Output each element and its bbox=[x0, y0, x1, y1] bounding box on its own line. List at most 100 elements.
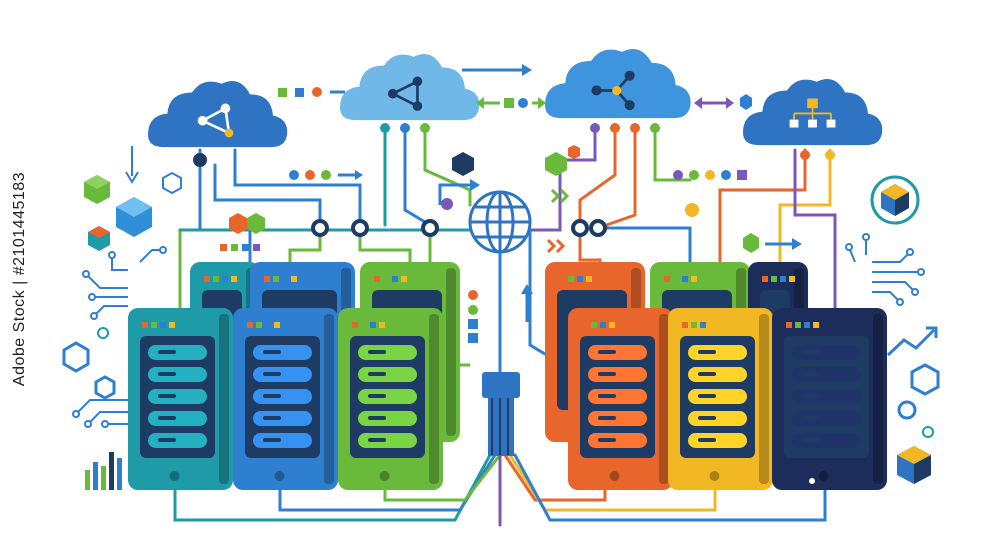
drive-bay bbox=[253, 389, 312, 404]
status-led bbox=[370, 322, 376, 328]
bar-chart-icon bbox=[85, 452, 122, 490]
wire bbox=[793, 148, 837, 322]
drive-bay bbox=[688, 433, 747, 448]
dot-row bbox=[278, 87, 345, 97]
double-arrow-icon bbox=[694, 94, 752, 110]
power-button bbox=[609, 471, 620, 481]
status-led bbox=[247, 322, 253, 328]
wire bbox=[718, 148, 807, 322]
circuit-trace-icon bbox=[845, 233, 925, 306]
wire bbox=[653, 126, 692, 182]
status-led bbox=[401, 276, 407, 282]
status-led bbox=[771, 276, 777, 282]
cloud-triangle-network bbox=[148, 81, 288, 148]
drive-bay bbox=[588, 345, 647, 360]
wire bbox=[528, 126, 597, 232]
wire bbox=[233, 148, 362, 230]
double-arrow-icon bbox=[476, 97, 546, 109]
status-led bbox=[383, 276, 389, 282]
cloud-share bbox=[340, 54, 480, 121]
rack-blue bbox=[233, 308, 338, 490]
status-led bbox=[231, 276, 237, 282]
status-led bbox=[577, 276, 583, 282]
status-led bbox=[709, 322, 715, 328]
hexagon-outline-icon bbox=[62, 341, 90, 373]
share-nodes-icon bbox=[387, 76, 423, 111]
power-button bbox=[169, 471, 180, 481]
drive-bay bbox=[253, 411, 312, 426]
drive-bay bbox=[358, 411, 417, 426]
arrow-up-icon bbox=[521, 284, 533, 322]
cube-icon bbox=[84, 175, 110, 204]
dot-row bbox=[220, 244, 260, 251]
wire bbox=[213, 163, 322, 230]
ring-icon bbox=[922, 426, 934, 438]
triangle-network-icon bbox=[197, 103, 234, 138]
status-led bbox=[600, 322, 606, 328]
cube-in-ring-icon bbox=[870, 175, 920, 225]
wire bbox=[513, 453, 827, 522]
server-racks-front bbox=[128, 308, 887, 490]
cloud-share-2 bbox=[545, 48, 691, 119]
status-led bbox=[582, 322, 588, 328]
drive-bay bbox=[792, 433, 861, 448]
drive-bay bbox=[358, 389, 417, 404]
right-decorations bbox=[809, 175, 940, 484]
drive-bay bbox=[588, 367, 647, 382]
dot-row bbox=[809, 478, 815, 484]
drive-bay bbox=[148, 411, 207, 426]
chevron-right-icon bbox=[550, 188, 570, 204]
status-led bbox=[142, 322, 148, 328]
drive-bay bbox=[688, 345, 747, 360]
drive-bay bbox=[148, 367, 207, 382]
globe-icon bbox=[468, 190, 532, 254]
status-led bbox=[609, 322, 615, 328]
drive-bay bbox=[253, 367, 312, 382]
drive-bay bbox=[358, 433, 417, 448]
status-led bbox=[762, 276, 768, 282]
wire bbox=[508, 453, 717, 512]
drive-bay bbox=[148, 433, 207, 448]
drive-bay bbox=[148, 389, 207, 404]
power-button bbox=[274, 471, 285, 481]
status-led bbox=[591, 322, 597, 328]
drive-bay bbox=[253, 433, 312, 448]
drive-bay bbox=[588, 411, 647, 426]
status-led bbox=[682, 276, 688, 282]
drive-bay bbox=[792, 345, 861, 360]
status-led bbox=[379, 322, 385, 328]
drive-bay bbox=[358, 345, 417, 360]
status-led bbox=[568, 276, 574, 282]
status-led bbox=[291, 276, 297, 282]
arrow-right-icon bbox=[438, 179, 480, 210]
status-led bbox=[265, 322, 271, 328]
cloud-hierarchy bbox=[743, 79, 883, 146]
trend-arrow-icon bbox=[886, 326, 938, 357]
wire bbox=[173, 453, 492, 522]
drive-bay bbox=[792, 411, 861, 426]
wire bbox=[596, 126, 637, 230]
rack-yellow bbox=[668, 308, 773, 490]
status-led bbox=[352, 322, 358, 328]
status-led bbox=[682, 322, 688, 328]
drive-bay bbox=[688, 411, 747, 426]
junction-nodes bbox=[193, 123, 835, 237]
status-led bbox=[282, 276, 288, 282]
status-led bbox=[786, 322, 792, 328]
circuit-trace-icon bbox=[72, 246, 167, 428]
status-led bbox=[673, 276, 679, 282]
status-led bbox=[274, 322, 280, 328]
chevron-right-icon bbox=[546, 238, 566, 254]
status-led bbox=[795, 322, 801, 328]
status-led bbox=[151, 322, 157, 328]
network-switch bbox=[482, 372, 520, 456]
status-led bbox=[780, 276, 786, 282]
hexagon-outline-icon bbox=[162, 171, 182, 195]
status-led bbox=[169, 322, 175, 328]
status-led bbox=[804, 322, 810, 328]
status-led bbox=[256, 322, 262, 328]
status-led bbox=[392, 276, 398, 282]
status-led bbox=[813, 322, 819, 328]
drive-bay bbox=[792, 389, 861, 404]
